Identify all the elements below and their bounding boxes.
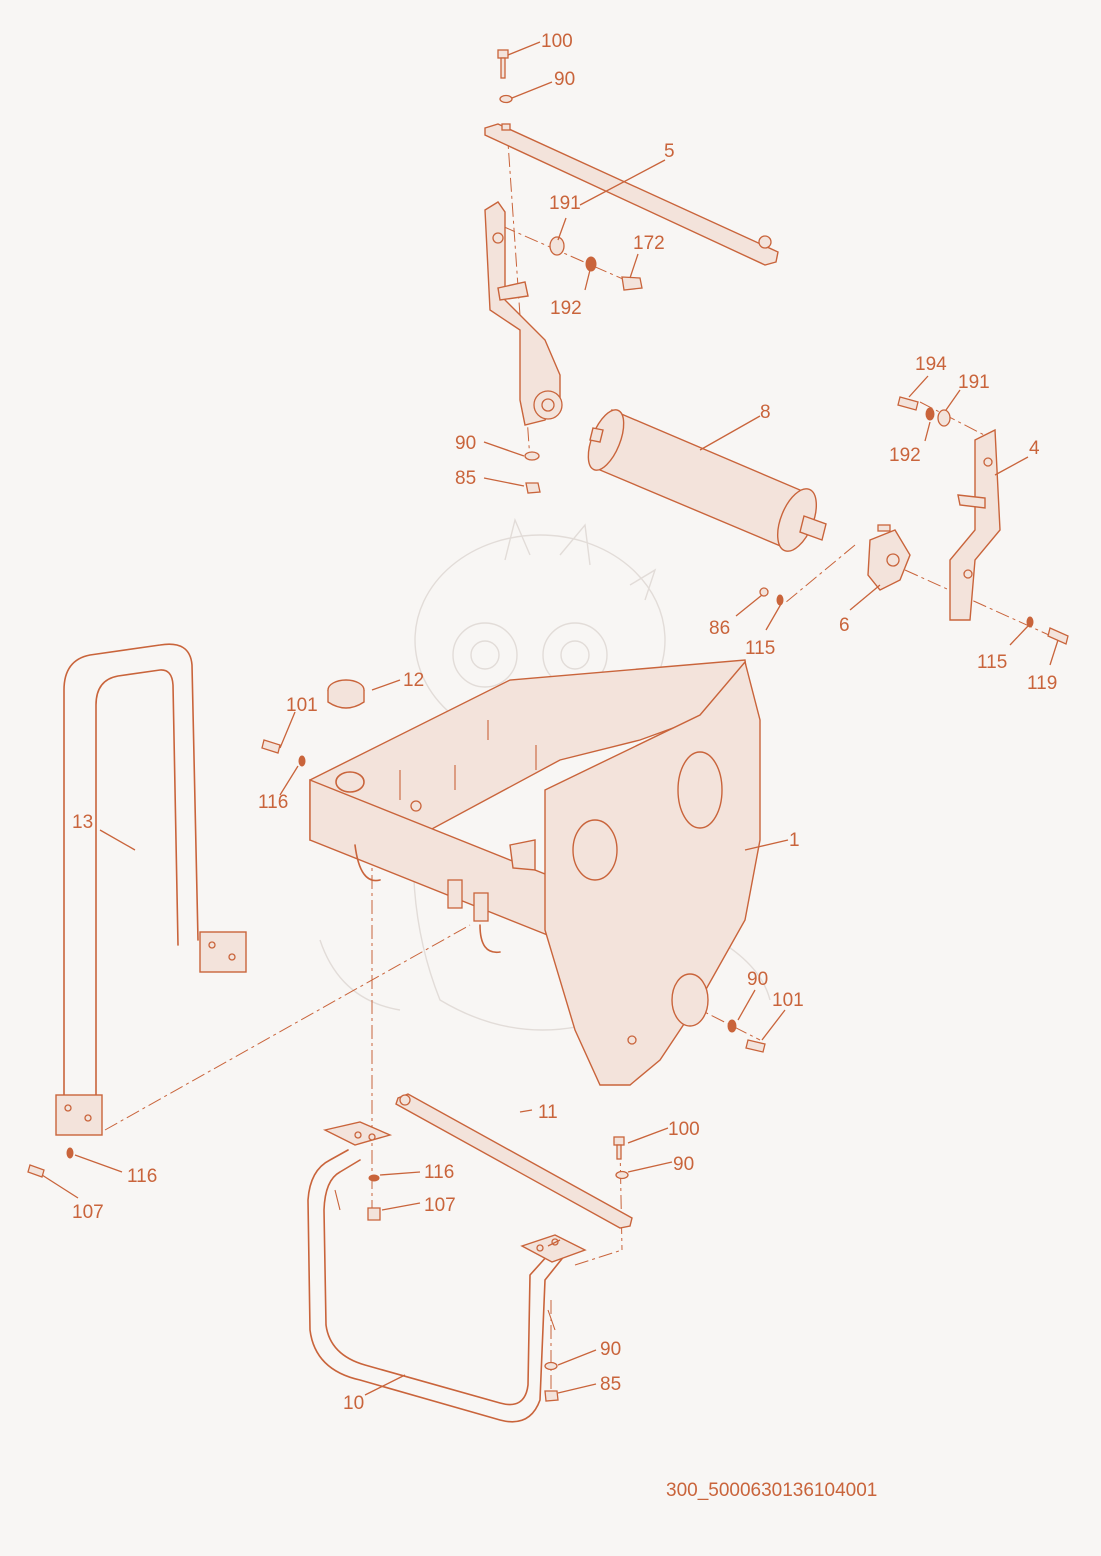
callout-115-b: 115 (977, 652, 1007, 673)
callout-1: 1 (789, 830, 800, 851)
callout-116-b: 116 (127, 1166, 157, 1187)
callout-90-mid: 90 (455, 433, 476, 454)
side-handle-hardware (27, 1147, 74, 1178)
callout-10: 10 (343, 1393, 364, 1414)
callout-116-a: 116 (258, 792, 288, 813)
callout-5: 5 (664, 141, 675, 162)
drawing-id: 300_5000630136104001 (666, 1480, 878, 1501)
callout-85-bottom: 85 (600, 1374, 621, 1395)
callout-11: 11 (538, 1102, 558, 1123)
callout-100-top: 100 (541, 31, 573, 52)
callout-119: 119 (1027, 673, 1057, 694)
callout-90-low: 90 (673, 1154, 694, 1175)
callout-86: 86 (709, 618, 730, 639)
callout-192-a: 192 (550, 298, 582, 319)
front-handle-hardware (367, 1174, 559, 1402)
cap (327, 679, 365, 709)
roller (587, 409, 827, 552)
callout-6: 6 (839, 615, 850, 636)
front-handle (307, 1121, 587, 1423)
right-bracket-hardware (897, 396, 951, 427)
callout-191-b: 191 (958, 372, 990, 393)
callout-12: 12 (403, 670, 424, 691)
callout-101-b: 101 (772, 990, 804, 1011)
callout-100-low: 100 (668, 1119, 700, 1140)
bearing-plate (867, 524, 911, 591)
callout-85-mid: 85 (455, 468, 476, 489)
main-frame (309, 659, 761, 1086)
callout-101-a: 101 (286, 695, 318, 716)
callout-192-b: 192 (889, 445, 921, 466)
left-bracket-lower-hardware (524, 451, 541, 494)
lower-bar-hardware (613, 1136, 629, 1180)
plate-hardware (759, 587, 1069, 645)
frame-right-hardware (727, 1019, 766, 1053)
callout-13: 13 (72, 812, 93, 833)
callout-116-c: 116 (424, 1162, 454, 1183)
right-bracket (949, 428, 1001, 621)
left-bracket (484, 201, 563, 426)
top-hardware (497, 49, 513, 104)
center-lines (104, 127, 1061, 1400)
lower-bar (395, 1093, 633, 1229)
leader-lines (41, 41, 1059, 1396)
frame-left-hardware (261, 739, 306, 767)
upper-bar (484, 123, 779, 266)
callout-107-a: 107 (72, 1202, 104, 1223)
left-bracket-hardware (549, 236, 643, 291)
callout-90-top: 90 (554, 69, 575, 90)
callout-191-a: 191 (549, 193, 581, 214)
callout-90-right: 90 (747, 969, 768, 990)
callout-194: 194 (915, 354, 947, 375)
callout-8: 8 (760, 402, 771, 423)
callout-4: 4 (1029, 438, 1040, 459)
callout-90-bottom: 90 (600, 1339, 621, 1360)
callout-labels: 100 90 5 191 172 192 194 191 192 4 8 90 … (72, 31, 1057, 1414)
callout-172: 172 (633, 233, 665, 254)
callout-107-b: 107 (424, 1195, 456, 1216)
callout-115-a: 115 (745, 638, 775, 659)
side-handle (55, 643, 247, 1136)
